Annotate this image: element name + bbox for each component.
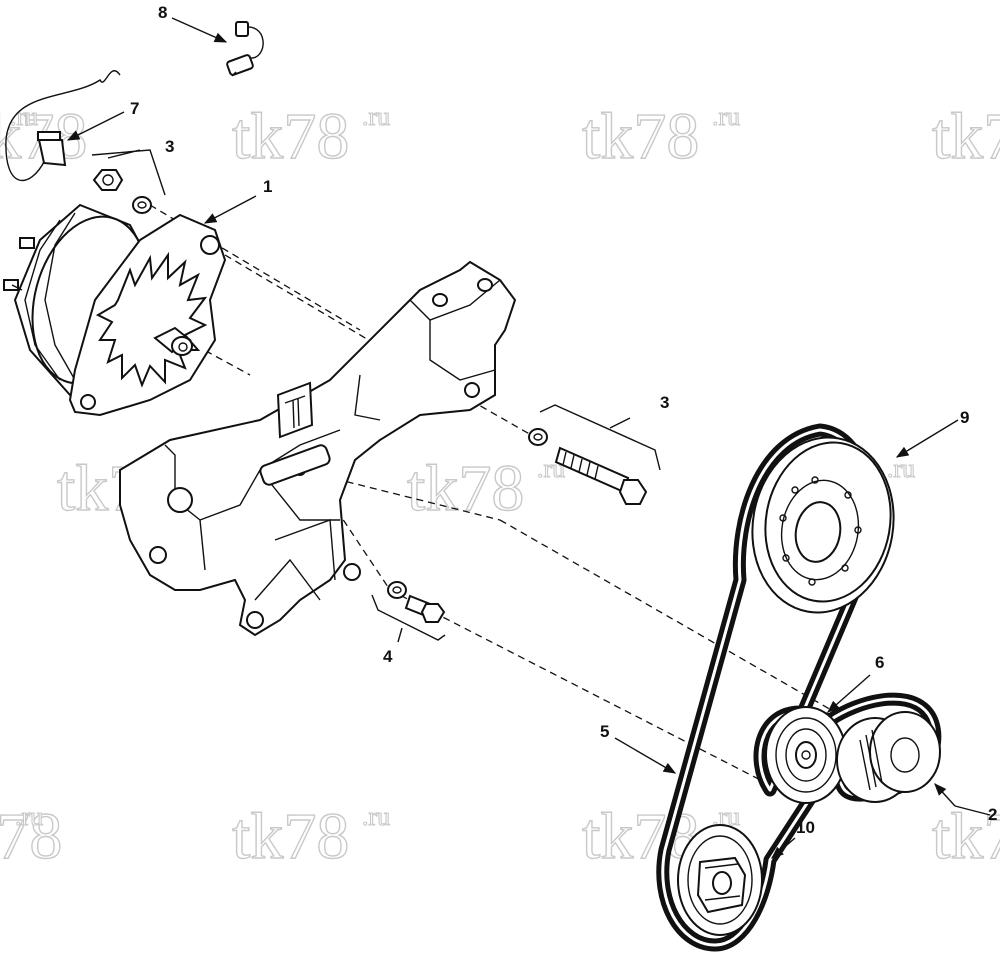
watermark: tk78 .ru bbox=[406, 451, 565, 525]
nut-and-washer-top bbox=[92, 169, 152, 214]
callout-labels: 1 2 3 3 4 5 6 7 8 9 10 bbox=[130, 3, 997, 837]
callout-6: 6 bbox=[875, 653, 884, 672]
svg-text:tk78: tk78 bbox=[232, 800, 349, 873]
watermark: tk78 bbox=[931, 799, 1000, 873]
callout-3-right: 3 bbox=[660, 393, 669, 412]
svg-text:.ru: .ru bbox=[887, 454, 915, 483]
watermark: tk78 .ru bbox=[231, 99, 390, 173]
logo-plate bbox=[276, 381, 314, 439]
callout-3-top: 3 bbox=[165, 137, 174, 156]
watermark: tk78 .ru bbox=[231, 799, 390, 873]
callout-leaders bbox=[66, 17, 991, 859]
idler-pulley bbox=[765, 706, 847, 804]
svg-text:tk78: tk78 bbox=[582, 100, 699, 173]
alternator bbox=[3, 203, 227, 417]
svg-text:tk78: tk78 bbox=[932, 800, 1000, 873]
svg-text:tk78: tk78 bbox=[407, 452, 524, 525]
mounting-bracket bbox=[119, 260, 517, 637]
svg-text:tk78: tk78 bbox=[932, 100, 1000, 173]
watermark: tk78 .ru bbox=[581, 99, 740, 173]
callout-9: 9 bbox=[960, 408, 969, 427]
tensioner-pulley bbox=[677, 824, 763, 936]
connector-harness bbox=[5, 70, 121, 182]
watermark: tk78.ru bbox=[0, 799, 63, 873]
watermark-layer: tk78.ru tk78.ru tk78.ru tk78 tk78.ru tk7… bbox=[0, 99, 1000, 873]
callout-4: 4 bbox=[383, 647, 393, 666]
crankshaft-pulley bbox=[751, 436, 895, 614]
callout-7: 7 bbox=[130, 99, 139, 118]
svg-text:tk78: tk78 bbox=[0, 800, 62, 873]
fuse-holder bbox=[226, 21, 264, 77]
svg-text:tk78: tk78 bbox=[232, 100, 349, 173]
callout-5: 5 bbox=[600, 722, 609, 741]
short-bolt-and-washer bbox=[387, 581, 446, 623]
svg-text:.ru: .ru bbox=[362, 802, 390, 831]
callout-10: 10 bbox=[796, 818, 815, 837]
callout-2: 2 bbox=[988, 805, 997, 824]
callout-8: 8 bbox=[158, 3, 167, 22]
long-bolt-and-washer bbox=[528, 428, 648, 505]
callout-1: 1 bbox=[263, 177, 272, 196]
watermark: tk78 bbox=[931, 99, 1000, 173]
svg-text:.ru: .ru bbox=[15, 802, 43, 831]
svg-text:.ru: .ru bbox=[362, 102, 390, 131]
svg-text:.ru: .ru bbox=[712, 102, 740, 131]
svg-text:.ru: .ru bbox=[537, 454, 565, 483]
alternator-pulley bbox=[836, 711, 941, 803]
